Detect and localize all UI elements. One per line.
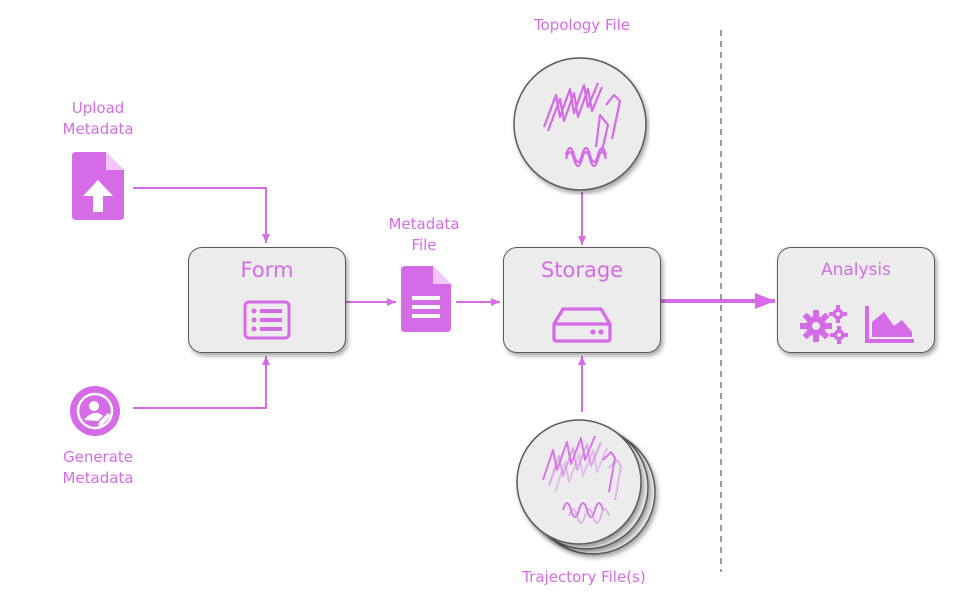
document-icon[interactable] — [401, 266, 451, 332]
topology-file-label: Topology File — [533, 16, 631, 34]
gears-icon — [800, 305, 848, 344]
protein-structure-icon[interactable] — [510, 55, 650, 195]
upload-label-line1: Upload — [71, 99, 125, 117]
metadata-file-label-line1: Metadata — [388, 215, 460, 233]
upload-label-line2: Metadata — [62, 120, 134, 138]
storage-box[interactable]: Storage — [503, 247, 661, 353]
file-upload-icon[interactable] — [72, 152, 124, 220]
area-chart-icon — [865, 306, 914, 343]
analysis-box[interactable]: Analysis — [777, 247, 935, 353]
hard-drive-icon — [552, 307, 612, 343]
form-title: Form — [240, 258, 294, 282]
connector-upload-to-form — [133, 187, 270, 243]
generate-label-line2: Metadata — [62, 469, 134, 487]
metadata-file-label-line2: File — [411, 236, 437, 254]
metadata-file-label: Metadata File — [372, 214, 476, 256]
form-box[interactable]: Form — [188, 247, 346, 353]
trajectory-files-label: Trajectory File(s) — [522, 568, 646, 586]
upload-metadata-label: Upload Metadata — [48, 98, 148, 140]
protein-stack-icon[interactable] — [505, 410, 665, 562]
generate-metadata-label: Generate Metadata — [48, 447, 148, 489]
user-edit-icon[interactable] — [70, 386, 120, 436]
analysis-title: Analysis — [820, 260, 892, 280]
connector-generate-to-form — [133, 356, 270, 409]
generate-label-line1: Generate — [62, 448, 134, 466]
storage-title: Storage — [540, 258, 624, 282]
list-form-icon — [243, 300, 291, 340]
